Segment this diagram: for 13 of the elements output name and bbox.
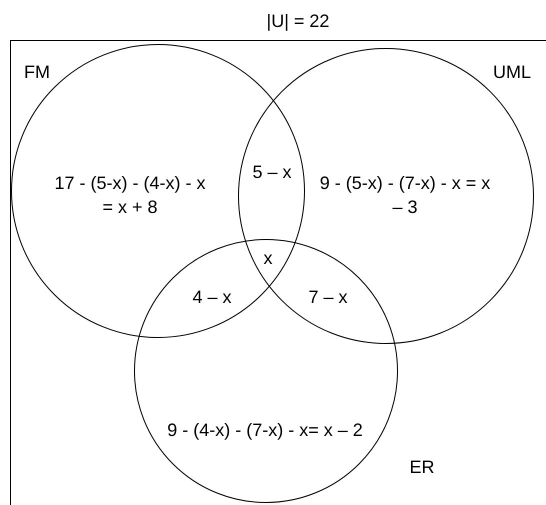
region-label: 17 - (5-x) - (4-x) - x = x + 8 xyxy=(54,172,206,219)
venn-circle xyxy=(11,44,305,338)
set-label: UML xyxy=(493,61,531,83)
region-label: 7 – x xyxy=(307,286,349,309)
universe-size-title: |U| = 22 xyxy=(266,10,330,32)
venn-circle xyxy=(238,48,534,344)
set-label: FM xyxy=(24,61,50,83)
region-label: 4 – x xyxy=(191,286,233,309)
region-label: x xyxy=(262,247,274,270)
region-label: 9 - (5-x) - (7-x) - x = x – 3 xyxy=(318,172,492,219)
region-label: 9 - (4-x) - (7-x) - x= x – 2 xyxy=(166,419,364,442)
region-label: 5 – x xyxy=(251,161,293,184)
set-label: ER xyxy=(410,456,434,478)
